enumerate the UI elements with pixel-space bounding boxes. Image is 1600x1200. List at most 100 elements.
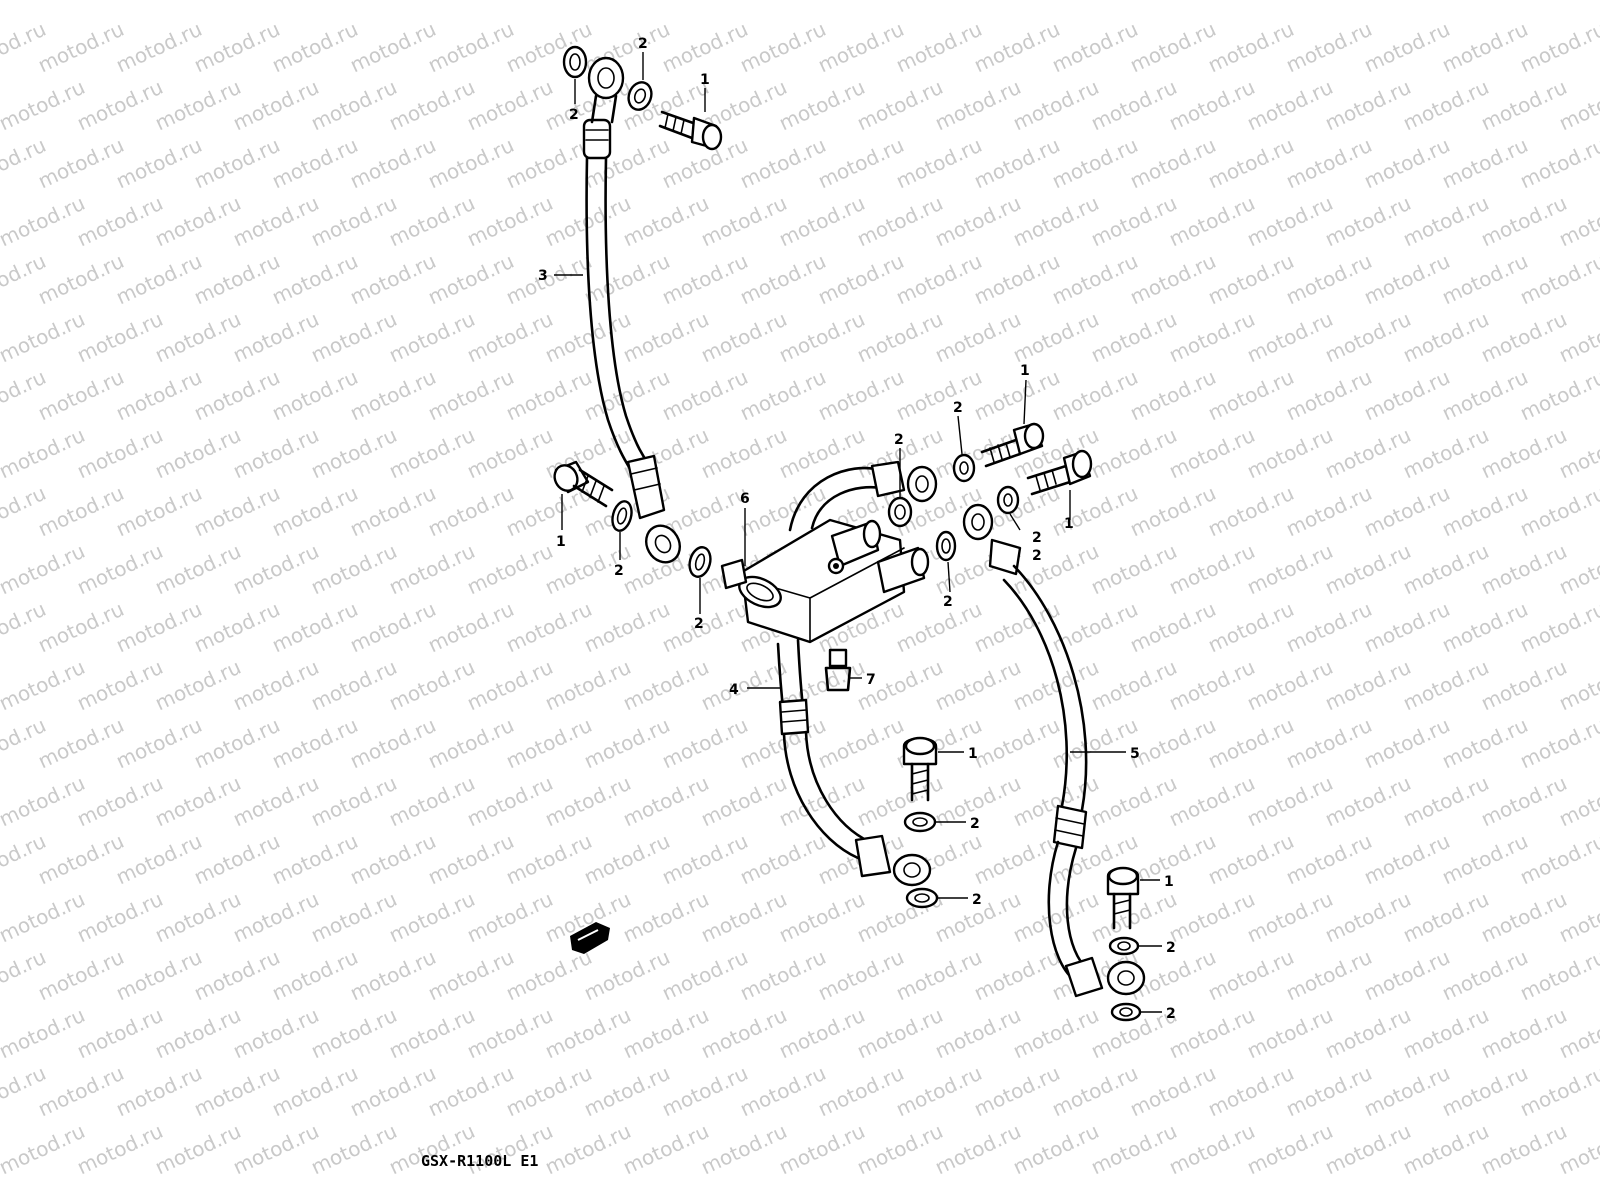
watermark-text-59: motod.ru xyxy=(1282,133,1375,194)
watermark-text-95: motod.ru xyxy=(814,249,907,310)
watermark-text-314: motod.ru xyxy=(1516,829,1600,890)
watermark-text-203: motod.ru xyxy=(1087,539,1180,600)
watermark-text-212: motod.ru xyxy=(112,597,205,658)
watermark-text-135: motod.ru xyxy=(658,365,751,426)
watermark-text-52: motod.ru xyxy=(736,133,829,194)
watermark-text-119: motod.ru xyxy=(1087,307,1180,368)
watermark-text-165: motod.ru xyxy=(1399,423,1492,484)
watermark-text-303: motod.ru xyxy=(658,829,751,890)
watermark-text-57: motod.ru xyxy=(1126,133,1219,194)
watermark-text-394: motod.ru xyxy=(1204,1061,1297,1122)
watermark-text-1: motod.ru xyxy=(34,17,127,78)
watermark-text-291: motod.ru xyxy=(1399,771,1492,832)
bolt-center-lower xyxy=(902,736,938,802)
watermark-text-190: motod.ru xyxy=(73,539,166,600)
watermark-text-400: motod.ru xyxy=(73,1119,166,1180)
watermark-text-16: motod.ru xyxy=(1204,17,1297,78)
watermark-text-339: motod.ru xyxy=(190,945,283,1006)
watermark-text-323: motod.ru xyxy=(619,887,712,948)
watermark-text-279: motod.ru xyxy=(463,771,556,832)
watermark-text-338: motod.ru xyxy=(112,945,205,1006)
watermark-text-159: motod.ru xyxy=(931,423,1024,484)
watermark-text-414: motod.ru xyxy=(1165,1119,1258,1180)
watermark-text-102: motod.ru xyxy=(1360,249,1453,310)
watermark-text-224: motod.ru xyxy=(1048,597,1141,658)
watermark-text-174: motod.ru xyxy=(424,481,517,542)
watermark-text-354: motod.ru xyxy=(1360,945,1453,1006)
watermark-text-391: motod.ru xyxy=(970,1061,1063,1122)
watermark-text-272: motod.ru xyxy=(1516,713,1600,774)
watermark-text-392: motod.ru xyxy=(1048,1061,1141,1122)
watermark-text-343: motod.ru xyxy=(502,945,595,1006)
watermark-text-99: motod.ru xyxy=(1126,249,1219,310)
bolt-upper-right xyxy=(980,422,1045,468)
callout-2-upper-center: 2 xyxy=(894,432,904,448)
watermark-text-132: motod.ru xyxy=(424,365,517,426)
watermark-text-412: motod.ru xyxy=(1009,1119,1102,1180)
watermark-text-4: motod.ru xyxy=(268,17,361,78)
watermark-text-232: motod.ru xyxy=(73,655,166,716)
watermark-text-111: motod.ru xyxy=(463,307,556,368)
watermark-text-254: motod.ru xyxy=(112,713,205,774)
watermark-text-109: motod.ru xyxy=(307,307,400,368)
watermark-text-129: motod.ru xyxy=(190,365,283,426)
watermark-text-130: motod.ru xyxy=(268,365,361,426)
callout-2-center-lower-2: 2 xyxy=(972,892,982,908)
watermark-text-67: motod.ru xyxy=(307,191,400,252)
watermark-text-373: motod.ru xyxy=(1243,1003,1336,1064)
bolt-right xyxy=(1026,449,1093,496)
watermark-text-94: motod.ru xyxy=(736,249,829,310)
callout-2-center-right: 2 xyxy=(943,594,953,610)
watermark-text-261: motod.ru xyxy=(658,713,751,774)
watermark-text-151: motod.ru xyxy=(307,423,400,484)
washer-upper-center xyxy=(887,496,913,528)
watermark-text-247: motod.ru xyxy=(1243,655,1336,716)
watermark-text-79: motod.ru xyxy=(1243,191,1336,252)
watermark-text-103: motod.ru xyxy=(1438,249,1531,310)
watermark-text-417: motod.ru xyxy=(1399,1119,1492,1180)
watermark-text-271: motod.ru xyxy=(1438,713,1531,774)
watermark-text-409: motod.ru xyxy=(775,1119,868,1180)
watermark-text-334: motod.ru xyxy=(1477,887,1570,948)
watermark-text-40: motod.ru xyxy=(1477,75,1570,136)
watermark-text-169: motod.ru xyxy=(34,481,127,542)
watermark-text-39: motod.ru xyxy=(1399,75,1492,136)
watermark-text-164: motod.ru xyxy=(1321,423,1414,484)
watermark-text-189: motod.ru xyxy=(0,539,89,600)
watermark-text-137: motod.ru xyxy=(814,365,907,426)
watermark-text-281: motod.ru xyxy=(619,771,712,832)
watermark-text-90: motod.ru xyxy=(424,249,517,310)
watermark-text-112: motod.ru xyxy=(541,307,634,368)
watermark-text-138: motod.ru xyxy=(892,365,985,426)
watermark-text-345: motod.ru xyxy=(658,945,751,1006)
watermark-text-374: motod.ru xyxy=(1321,1003,1414,1064)
watermark-text-9: motod.ru xyxy=(658,17,751,78)
watermark-text-340: motod.ru xyxy=(268,945,361,1006)
watermark-text-31: motod.ru xyxy=(775,75,868,136)
watermark-text-367: motod.ru xyxy=(775,1003,868,1064)
watermark-text-235: motod.ru xyxy=(307,655,400,716)
watermark-text-136: motod.ru xyxy=(736,365,829,426)
watermark-text-44: motod.ru xyxy=(112,133,205,194)
watermark-text-61: motod.ru xyxy=(1438,133,1531,194)
watermark-text-157: motod.ru xyxy=(775,423,868,484)
watermark-text-352: motod.ru xyxy=(1204,945,1297,1006)
watermark-text-360: motod.ru xyxy=(229,1003,322,1064)
watermark-text-108: motod.ru xyxy=(229,307,322,368)
watermark-text-208: motod.ru xyxy=(1477,539,1570,600)
washer-right xyxy=(996,485,1020,515)
watermark-text-223: motod.ru xyxy=(970,597,1063,658)
watermark-text-170: motod.ru xyxy=(112,481,205,542)
watermark-text-97: motod.ru xyxy=(970,249,1063,310)
watermark-text-362: motod.ru xyxy=(385,1003,478,1064)
watermark-text-255: motod.ru xyxy=(190,713,283,774)
watermark-text-290: motod.ru xyxy=(1321,771,1414,832)
watermark-text-62: motod.ru xyxy=(1516,133,1600,194)
callout-6-joint: 6 xyxy=(740,491,750,507)
watermark-text-107: motod.ru xyxy=(151,307,244,368)
watermark-text-38: motod.ru xyxy=(1321,75,1414,136)
watermark-text-32: motod.ru xyxy=(853,75,946,136)
watermark-text-128: motod.ru xyxy=(112,365,205,426)
callout-2-top-left-washer: 2 xyxy=(569,107,579,123)
watermark-text-73: motod.ru xyxy=(775,191,868,252)
